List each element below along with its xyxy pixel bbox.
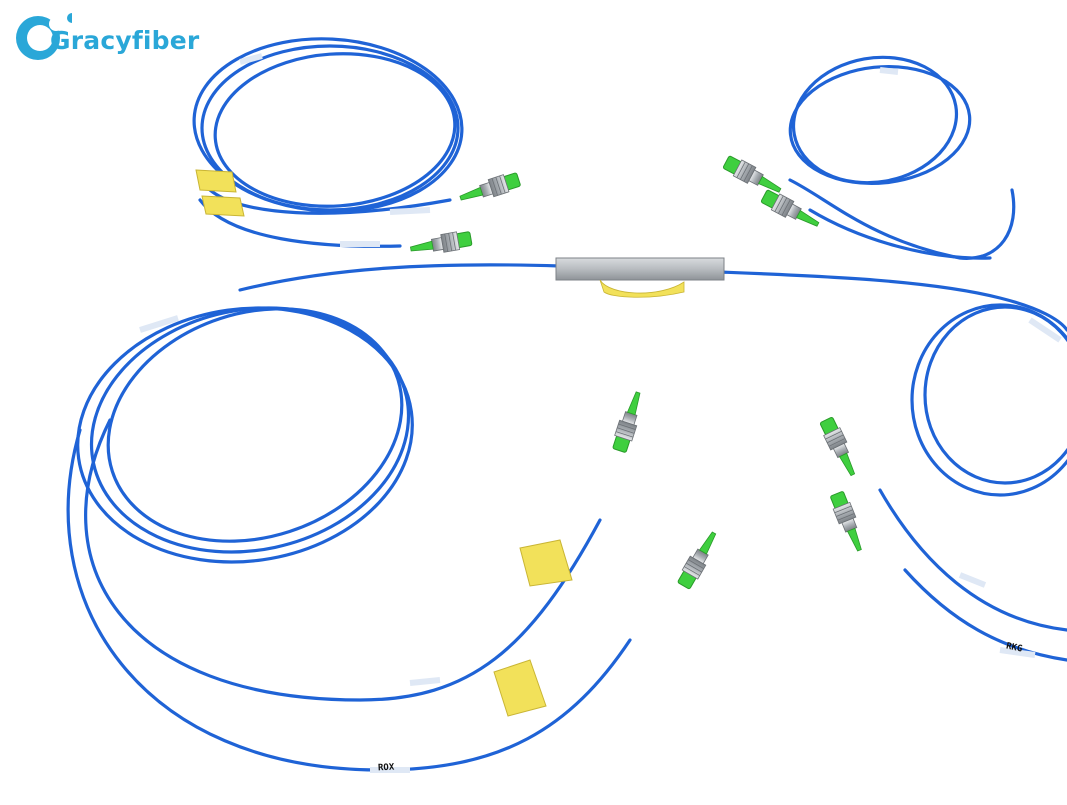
brand-logo: Gracyfiber (12, 8, 202, 64)
brand-name: Gracyfiber (50, 26, 200, 55)
logo-icon (16, 13, 72, 60)
fiber-tag-label: ROX (377, 762, 395, 774)
